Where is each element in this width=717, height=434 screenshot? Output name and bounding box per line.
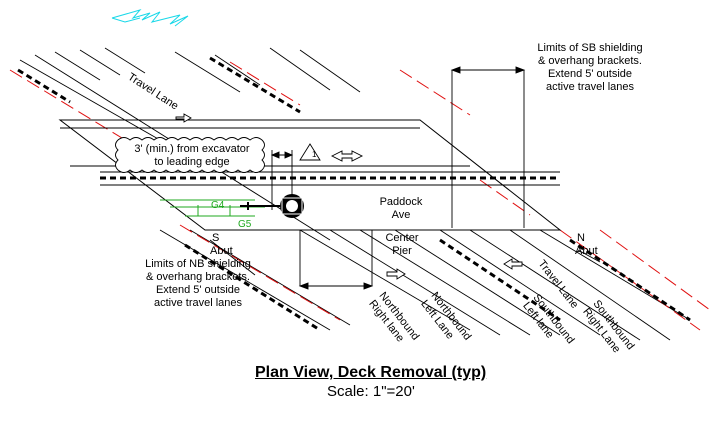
n-abut-line-1: N — [577, 232, 585, 244]
north-arrow-icon — [111, 9, 189, 27]
n-abut-label: N Abut — [575, 232, 598, 258]
nb-limits-line-1: Limits of NB shielding — [145, 258, 251, 270]
nb-limits-line-3: Extend 5' outside — [155, 284, 241, 296]
red-edge-lines — [9, 61, 711, 331]
scale-label: Scale: 1"=20' — [327, 383, 415, 400]
nb-limits-bracket — [298, 230, 374, 290]
excavator-note-line-1: 3' (min.) from excavator — [134, 143, 250, 155]
paddock-ave-label: Paddock Ave — [378, 196, 424, 222]
paddock-line-2: Ave — [391, 209, 411, 221]
paddock-line-1: Paddock — [379, 196, 423, 208]
girder-g5-label: G5 — [238, 219, 252, 230]
sb-limits-line-1: Limits of SB shielding — [537, 42, 643, 54]
nb-limits-line-4: active travel lanes — [153, 297, 243, 309]
sb-limits-line-3: Extend 5' outside — [547, 68, 633, 80]
excavator-note-cloud — [115, 137, 265, 173]
bridge-deck — [58, 119, 562, 231]
s-abut-label: S Abut — [210, 232, 233, 258]
center-pier-label: Center Pier — [380, 232, 424, 258]
center-pier-line-2: Pier — [392, 245, 412, 257]
s-abut-line-1: S — [212, 232, 220, 244]
page-title: Plan View, Deck Removal (typ) — [255, 364, 487, 381]
excavator-note-line-2: to leading edge — [154, 156, 230, 168]
nb-limits-note: Limits of NB shielding & overhang bracke… — [130, 258, 266, 310]
center-pier-line-1: Center — [385, 232, 419, 244]
nb-limits-line-2: & overhang brackets. — [146, 271, 250, 283]
direction-arrows — [175, 113, 523, 280]
n-abut-line-2: Abut — [575, 245, 598, 257]
sb-limits-note: Limits of SB shielding & overhang bracke… — [522, 42, 658, 94]
excavator-icon — [240, 194, 304, 218]
girder-g4-label: G4 — [211, 200, 225, 211]
excavator-note: 3' (min.) from excavator to leading edge — [118, 143, 266, 169]
sb-limits-line-2: & overhang brackets. — [538, 55, 642, 67]
girders-g4-g5 — [160, 199, 265, 217]
stage-marker-icon — [299, 143, 321, 161]
abutment-leaders — [209, 239, 601, 276]
sb-limits-bracket — [450, 66, 526, 228]
barrier-stripes — [17, 56, 691, 332]
stage-marker-label: 1 — [312, 150, 317, 159]
sb-limits-line-4: active travel lanes — [545, 81, 635, 93]
s-abut-line-2: Abut — [210, 245, 233, 257]
